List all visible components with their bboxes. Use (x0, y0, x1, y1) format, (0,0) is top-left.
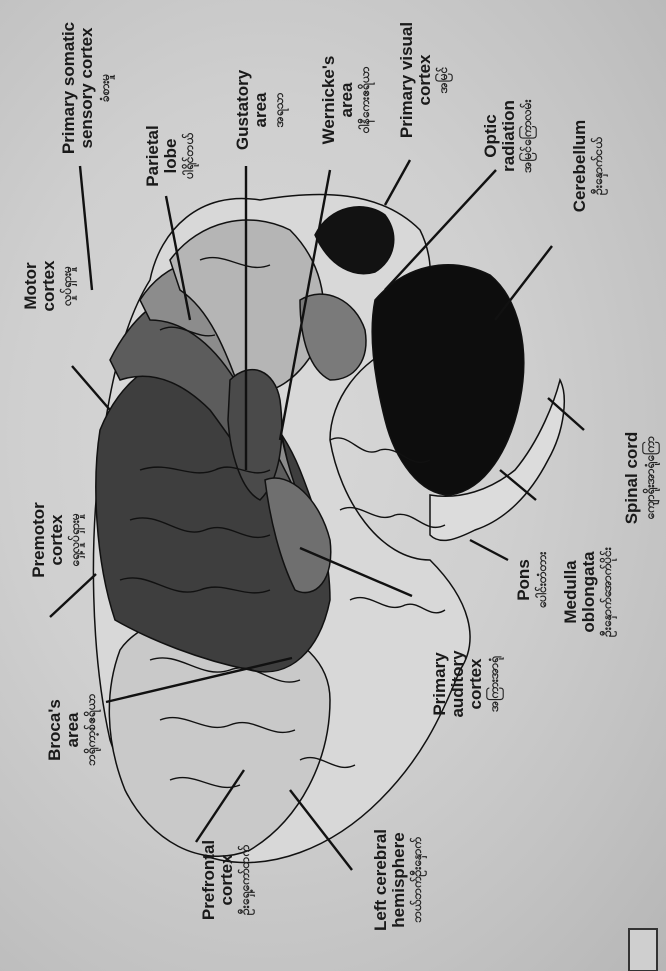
label-cerebellum-line1: Cerebellum (571, 120, 589, 213)
label-motor-line2: cortex (40, 260, 58, 311)
label-brocas-line1: Broca's (46, 694, 64, 766)
label-auditory-mm: အကြားအာရုံ (487, 650, 501, 717)
label-pons-line1: Pons (515, 552, 533, 608)
label-motor-mm: လှုပ်ရှားမှု (60, 260, 74, 311)
label-wernickes-line1: Wernicke's (320, 56, 338, 145)
label-optic-mm: အမြင်ကြောလမ်း (520, 99, 534, 172)
label-somatic-line1: Primary somatic (60, 22, 78, 154)
label-motor-line1: Motor (22, 260, 40, 311)
label-visual-line1: Primary visual (398, 22, 416, 138)
label-cerebellum-mm: ဦးနှောက်ငယ် (591, 120, 605, 213)
label-visual-mm: အမြင် (436, 22, 450, 138)
label-medulla-line2: oblongata (580, 547, 598, 637)
label-optic-line2: radiation (500, 99, 518, 172)
label-optic-line1: Optic (482, 99, 500, 172)
label-prefrontal-mm: ဦးရှေ့ကော်တက် (238, 840, 252, 920)
label-auditory-line1: Primary (431, 650, 449, 717)
label-gustatory-mm: အရသာ (272, 70, 286, 150)
label-parietal-line1: Parietal (144, 125, 162, 186)
label-somatic-line2: sensory cortex (78, 22, 96, 154)
label-prefrontal-line2: cortex (218, 840, 236, 920)
label-premotor-line2: cortex (48, 502, 66, 578)
label-parietal-mm: ပါရိုင်တယ် (182, 125, 196, 186)
label-brocas-line2: area (64, 694, 82, 766)
label-wernickes-line2: area (338, 56, 356, 145)
cerebellum-region (372, 265, 524, 495)
label-auditory-line3: cortex (467, 650, 485, 717)
label-left-cerebral-mm: ဘယ်ဘက်ဦးနှောက် (410, 829, 424, 931)
label-gustatory-line1: Gustatory (234, 70, 252, 150)
label-premotor-mm: ရှေ့လှုပ်ရှားမှု (68, 502, 82, 578)
label-premotor-line1: Premotor (30, 502, 48, 578)
corner-stamp-box (628, 928, 658, 971)
label-spinal-line1: Spinal cord (623, 432, 641, 525)
label-spinal-mm: ကျောရိုးအာရုံကြော (643, 432, 657, 525)
label-brocas-mm: ဘရိုကာ့စ်ဧရိယာ (84, 694, 98, 766)
label-gustatory-line2: area (252, 70, 270, 150)
label-somatic-mm: ခံစားမှု (98, 22, 112, 154)
label-visual-line2: cortex (416, 22, 434, 138)
label-pons-mm: ပေါင်းတံတား (535, 552, 549, 608)
label-wernickes-mm: ဝါနီကေးဧရိယာ (358, 56, 372, 145)
label-parietal-line2: lobe (162, 125, 180, 186)
label-prefrontal-line1: Prefrontal (200, 840, 218, 920)
label-left-cerebral-line2: hemisphere (390, 829, 408, 931)
label-auditory-line2: auditory (449, 650, 467, 717)
label-left-cerebral-line1: Left cerebral (372, 829, 390, 931)
label-medulla-line1: Medulla (562, 547, 580, 637)
label-medulla-mm: ဦးနှောက်အောက်ပိုင်း (600, 547, 614, 637)
